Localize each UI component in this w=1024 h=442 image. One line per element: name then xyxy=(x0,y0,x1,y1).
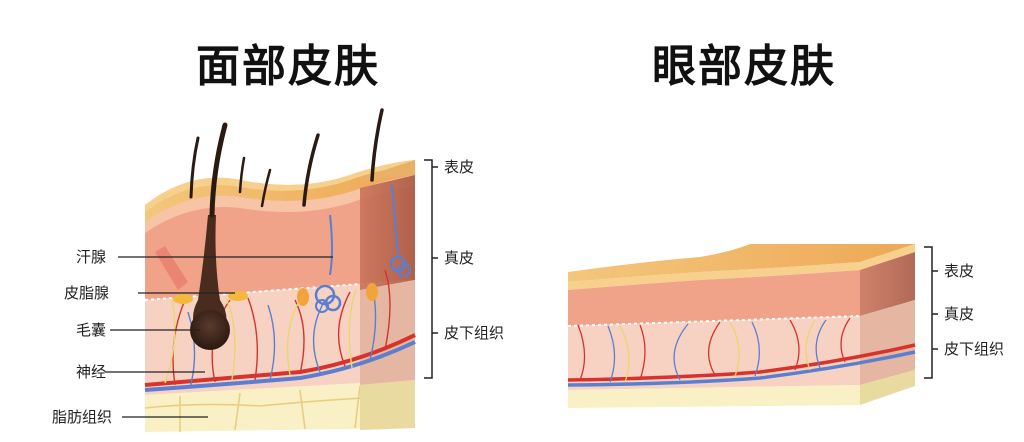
label-sweat-gland: 汗腺 xyxy=(76,248,107,266)
face-skin-title: 面部皮肤 xyxy=(196,41,380,92)
eye-artery xyxy=(567,343,916,382)
face-skin-block xyxy=(105,108,438,432)
eye-nerve xyxy=(619,319,816,383)
eye-layer-bracket xyxy=(924,246,938,379)
face-nerve xyxy=(164,289,357,384)
eye-label-dermis: 真皮 xyxy=(944,305,975,323)
eye-skin-title: 眼部皮肤 xyxy=(652,41,836,92)
label-sebaceous-gland: 皮脂腺 xyxy=(64,284,110,302)
face-layer-bracket xyxy=(424,159,438,379)
sweat-gland xyxy=(314,184,411,313)
face-label-dermis: 真皮 xyxy=(444,249,475,267)
eye-label-subcutis: 皮下组织 xyxy=(944,340,1005,358)
hair-follicle xyxy=(193,215,227,343)
face-label-epidermis: 表皮 xyxy=(444,158,475,176)
label-nerve: 神经 xyxy=(76,363,107,381)
face-fat-layer xyxy=(145,380,415,432)
eye-epidermis-top xyxy=(568,244,915,282)
eye-skin-block xyxy=(567,244,938,408)
label-fat-tissue: 脂肪组织 xyxy=(52,408,113,426)
face-vein xyxy=(144,340,416,392)
face-leader-lines xyxy=(105,256,333,418)
label-hair-follicle: 毛囊 xyxy=(76,321,107,339)
sebaceous-gland xyxy=(173,294,193,304)
face-label-subcutis: 皮下组织 xyxy=(444,324,505,342)
eye-subcutis xyxy=(568,316,860,390)
hair-strands xyxy=(189,108,384,218)
eye-dermis xyxy=(568,270,860,326)
eye-label-epidermis: 表皮 xyxy=(944,262,975,280)
eye-vein xyxy=(567,350,916,387)
eye-side xyxy=(860,252,915,316)
face-epidermis-top xyxy=(145,160,415,222)
